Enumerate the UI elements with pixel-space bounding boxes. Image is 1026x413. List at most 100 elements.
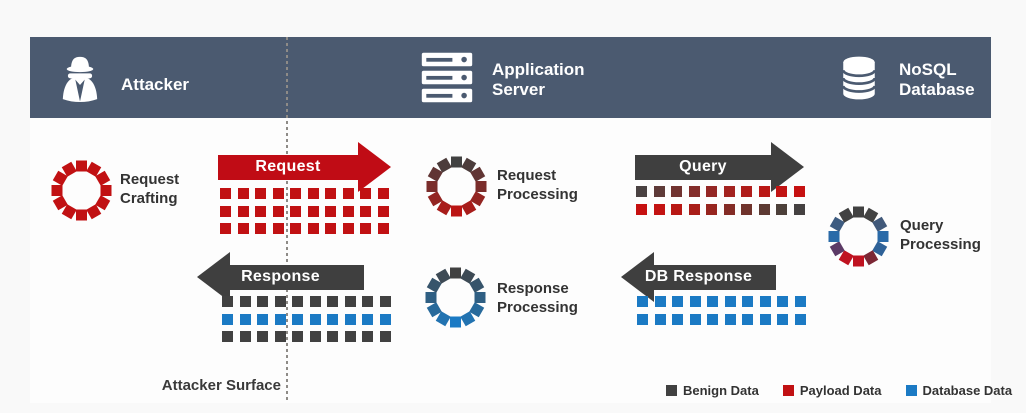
entity-label-attacker: Attacker [121, 74, 190, 94]
entity-nosql-database: NoSQL Database [835, 37, 989, 118]
request-arrow-head [358, 142, 391, 192]
data-square [255, 223, 266, 234]
response-arrow-head [197, 252, 230, 302]
data-square [793, 203, 805, 215]
data-square [377, 223, 389, 234]
data-square [257, 313, 268, 325]
data-square [362, 313, 373, 325]
entity-label-application-server: Application Server [492, 60, 585, 99]
server-icon [421, 52, 473, 102]
ring-square [100, 184, 111, 196]
data-square [707, 313, 718, 325]
data-square [360, 205, 371, 217]
db-response-arrow: DB Response [621, 252, 776, 302]
data-square [307, 223, 319, 234]
data-square-row [636, 203, 805, 215]
data-square [272, 223, 284, 234]
request-arrow: Request [218, 142, 391, 192]
data-square [257, 331, 268, 342]
legend-item: Benign Data [666, 383, 759, 398]
ring-square [426, 180, 437, 192]
data-square [706, 203, 717, 215]
data-square [325, 188, 336, 199]
data-square [637, 296, 648, 307]
stage-label-request-processing: Request Processing [497, 167, 578, 203]
data-square [325, 223, 336, 234]
data-square [689, 296, 701, 307]
stage-label-request-crafting: Request Crafting [120, 171, 180, 207]
legend-swatch [782, 385, 794, 396]
spy-icon [62, 56, 98, 102]
query-arrow: Query [635, 142, 804, 192]
data-square [220, 205, 231, 217]
data-square [239, 313, 251, 325]
data-square [741, 203, 752, 215]
data-square [688, 203, 700, 215]
data-square [325, 205, 336, 217]
data-square-row [220, 188, 389, 199]
data-square [342, 205, 354, 217]
data-square [344, 331, 356, 342]
data-square [777, 313, 788, 325]
data-square [360, 223, 371, 234]
data-square [220, 223, 231, 234]
stage-label-query-processing: Query Processing [900, 217, 981, 253]
data-square [724, 313, 736, 325]
entity-label-nosql-database: NoSQL Database [899, 60, 975, 99]
data-square [724, 296, 736, 307]
request-arrow-label: Request [255, 158, 321, 175]
query-arrow-body [635, 154, 771, 180]
legend-swatch [666, 385, 677, 396]
ring-square [51, 184, 62, 196]
data-square [309, 313, 321, 325]
data-square [759, 296, 771, 307]
response-arrow: Response [197, 252, 364, 302]
data-square [776, 186, 787, 197]
data-square [360, 188, 371, 199]
data-square [377, 188, 389, 199]
data-square [653, 186, 665, 197]
data-square [327, 313, 338, 325]
stage-label-response-processing: Response Processing [497, 280, 578, 316]
data-square [292, 331, 303, 342]
header-bar: Attacker Application Server [30, 37, 991, 118]
data-square [654, 313, 666, 325]
data-square [237, 223, 249, 234]
data-square [342, 188, 354, 199]
data-square [292, 296, 303, 307]
data-square [653, 203, 665, 215]
data-square [759, 313, 771, 325]
data-square [309, 331, 321, 342]
data-square [255, 205, 266, 217]
data-square [239, 296, 251, 307]
ring-square [75, 160, 87, 171]
data-square-row [220, 205, 389, 217]
ring-square [828, 230, 839, 242]
data-square-row [220, 223, 389, 234]
ring-square [75, 209, 87, 220]
data-square [776, 203, 787, 215]
data-square [636, 186, 647, 197]
data-square [309, 296, 321, 307]
db-response-arrow-body [654, 264, 776, 290]
data-square-row [222, 331, 391, 342]
legend-swatch [905, 385, 917, 396]
data-square [793, 186, 805, 197]
data-square [688, 186, 700, 197]
request-data-grid [220, 188, 389, 241]
data-square [794, 313, 806, 325]
data-square [237, 188, 249, 199]
data-square-row [637, 313, 806, 325]
response-data-grid [222, 296, 391, 349]
data-square-row [637, 296, 806, 307]
entity-application-server: Application Server [418, 37, 602, 118]
data-square [671, 186, 682, 197]
data-square [794, 296, 806, 307]
data-square [307, 205, 319, 217]
data-square [636, 203, 647, 215]
legend-item: Payload Data [782, 383, 882, 398]
attacker-surface-label: Attacker Surface [161, 377, 281, 394]
ring-square [852, 206, 864, 217]
data-square [220, 188, 231, 199]
